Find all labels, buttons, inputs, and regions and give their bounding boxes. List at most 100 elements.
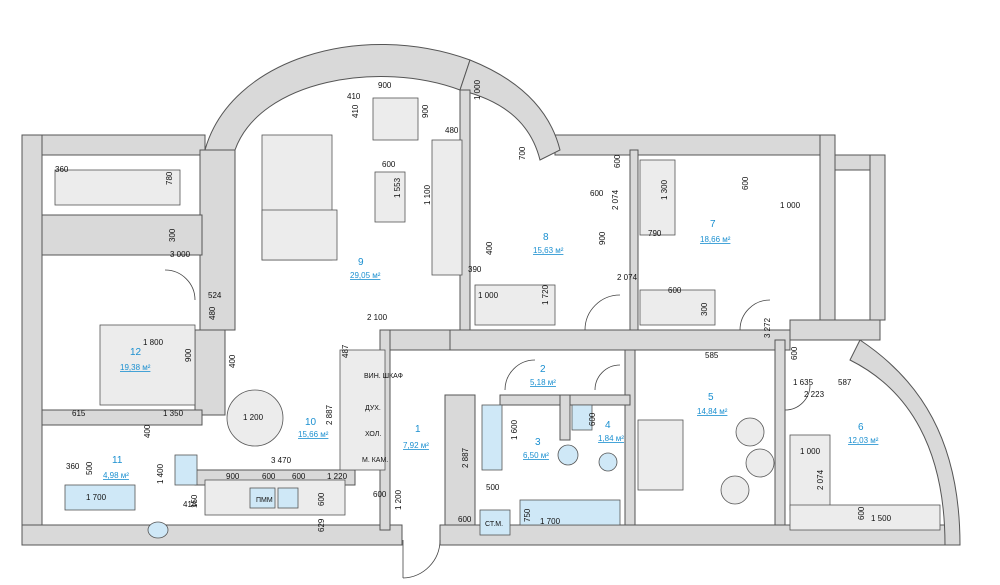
dimension-label: 2 223 xyxy=(804,390,825,399)
room-9-number: 9 xyxy=(358,257,364,268)
dimension-label: 1 000 xyxy=(800,447,821,456)
dimension-label: 1 700 xyxy=(540,517,561,526)
dimension-label: 3 000 xyxy=(170,250,191,259)
dimension-label: 1 000 xyxy=(478,291,499,300)
dimension-label: 1 720 xyxy=(541,284,550,305)
appliance-labels: ВИН. ШКАФ ДУХ. ХОЛ. М. КАМ. ПММ СТ.М. xyxy=(256,373,503,528)
dimension-label: 900 xyxy=(378,81,392,90)
walls xyxy=(21,43,961,546)
room-4-number: 4 xyxy=(605,420,611,431)
dimension-label: 700 xyxy=(518,146,527,160)
plumbing xyxy=(64,404,621,539)
fridge-label: ХОЛ. xyxy=(365,431,381,438)
dimension-label: 750 xyxy=(523,508,532,522)
dimension-label: 2 887 xyxy=(325,404,334,425)
room-2-number: 2 xyxy=(540,364,546,375)
room-2-area: 5,18 м² xyxy=(530,378,556,387)
doors xyxy=(164,269,811,579)
dimension-label: 480 xyxy=(445,126,459,135)
dimension-label: 410 xyxy=(351,104,360,118)
dimension-label: 500 xyxy=(85,461,94,475)
dimension-label: 300 xyxy=(168,228,177,242)
room-7-area: 18,66 м² xyxy=(700,235,731,244)
room-10-area: 15,66 м² xyxy=(298,430,329,439)
wine-cabinet-label: ВИН. ШКАФ xyxy=(364,373,403,380)
dimension-label: 1 300 xyxy=(660,179,669,200)
dimension-label: 360 xyxy=(55,165,69,174)
dimension-label: 600 xyxy=(262,472,276,481)
dimension-label: 587 xyxy=(838,378,852,387)
dimension-label: 790 xyxy=(648,229,662,238)
dimension-label: 600 xyxy=(292,472,306,481)
dimension-label: 585 xyxy=(705,351,719,360)
dimension-label: 600 xyxy=(458,515,472,524)
dimension-label: 2 074 xyxy=(816,469,825,490)
dimension-label: 300 xyxy=(700,302,709,316)
dimension-label: 615 xyxy=(72,409,86,418)
dimension-label: 3 272 xyxy=(763,317,772,338)
dimension-label: 2 887 xyxy=(461,447,470,468)
room-5-area: 14,84 м² xyxy=(697,407,728,416)
room-12-area: 19,38 м² xyxy=(120,363,151,372)
room-11-area: 4,98 м² xyxy=(103,471,129,480)
dimension-label: 3 470 xyxy=(271,456,292,465)
room-8-area: 15,63 м² xyxy=(533,246,564,255)
room-labels: 1 7,92 м² 2 5,18 м² 3 6,50 м² 4 1,84 м² … xyxy=(103,219,879,480)
room-6-number: 6 xyxy=(858,422,864,433)
dimension-label: 1 200 xyxy=(394,489,403,510)
dimension-label: 600 xyxy=(741,176,750,190)
room-5-number: 5 xyxy=(708,392,714,403)
dimension-label: 2 074 xyxy=(617,273,638,282)
dimension-label: 480 xyxy=(208,306,217,320)
dimension-label: 1 220 xyxy=(327,472,348,481)
dimension-label: 400 xyxy=(485,241,494,255)
dimension-label: 900 xyxy=(421,104,430,118)
dimension-label: 1 800 xyxy=(143,338,164,347)
dimension-label: 1 000 xyxy=(780,201,801,210)
dimension-label: 600 xyxy=(590,189,604,198)
room-12-number: 12 xyxy=(130,347,142,358)
dimension-label: 400 xyxy=(143,424,152,438)
room-1-area: 7,92 м² xyxy=(403,441,429,450)
dimension-label: 2 100 xyxy=(367,313,388,322)
dimension-label: 600 xyxy=(790,346,799,360)
furniture xyxy=(54,97,941,531)
dimension-label: 600 xyxy=(588,412,597,426)
pantry-label: М. КАМ. xyxy=(362,457,388,464)
room-11-number: 11 xyxy=(112,455,123,466)
room-10-number: 10 xyxy=(305,417,317,428)
dimension-label: 418 xyxy=(183,500,197,509)
dimension-label: 600 xyxy=(857,506,866,520)
dimension-label: 1 600 xyxy=(510,419,519,440)
dimension-label: 150 xyxy=(190,494,199,508)
dimension-label: 524 xyxy=(208,291,222,300)
room-3-number: 3 xyxy=(535,437,541,448)
dimension-label: 2 074 xyxy=(611,189,620,210)
dishwasher-label: ПММ xyxy=(256,497,273,504)
room-9-area: 29,05 м² xyxy=(350,271,381,280)
washer-label: СТ.М. xyxy=(485,521,503,528)
dimension-label: 1 000 xyxy=(473,79,482,100)
room-8-number: 8 xyxy=(543,232,549,243)
dimension-label: 1 350 xyxy=(163,409,184,418)
dimension-label: 1 635 xyxy=(793,378,814,387)
room-7-number: 7 xyxy=(710,219,716,230)
oven-label: ДУХ. xyxy=(365,405,381,412)
dimension-label: 600 xyxy=(613,154,622,168)
room-1-number: 1 xyxy=(415,424,421,435)
dimension-label: 780 xyxy=(165,171,174,185)
dimension-label: 600 xyxy=(317,492,326,506)
dimension-label: 900 xyxy=(184,348,193,362)
dimension-label: 600 xyxy=(373,490,387,499)
dimension-label: 900 xyxy=(598,231,607,245)
dimension-label: 1 700 xyxy=(86,493,107,502)
dimension-label: 360 xyxy=(66,462,80,471)
dimension-label: 1 500 xyxy=(871,514,892,523)
dimension-label: 400 xyxy=(228,354,237,368)
dimension-label: 629 xyxy=(317,518,326,532)
dimension-label: 1 400 xyxy=(156,463,165,484)
room-6-area: 12,03 м² xyxy=(848,436,879,445)
dimension-label: 600 xyxy=(382,160,396,169)
